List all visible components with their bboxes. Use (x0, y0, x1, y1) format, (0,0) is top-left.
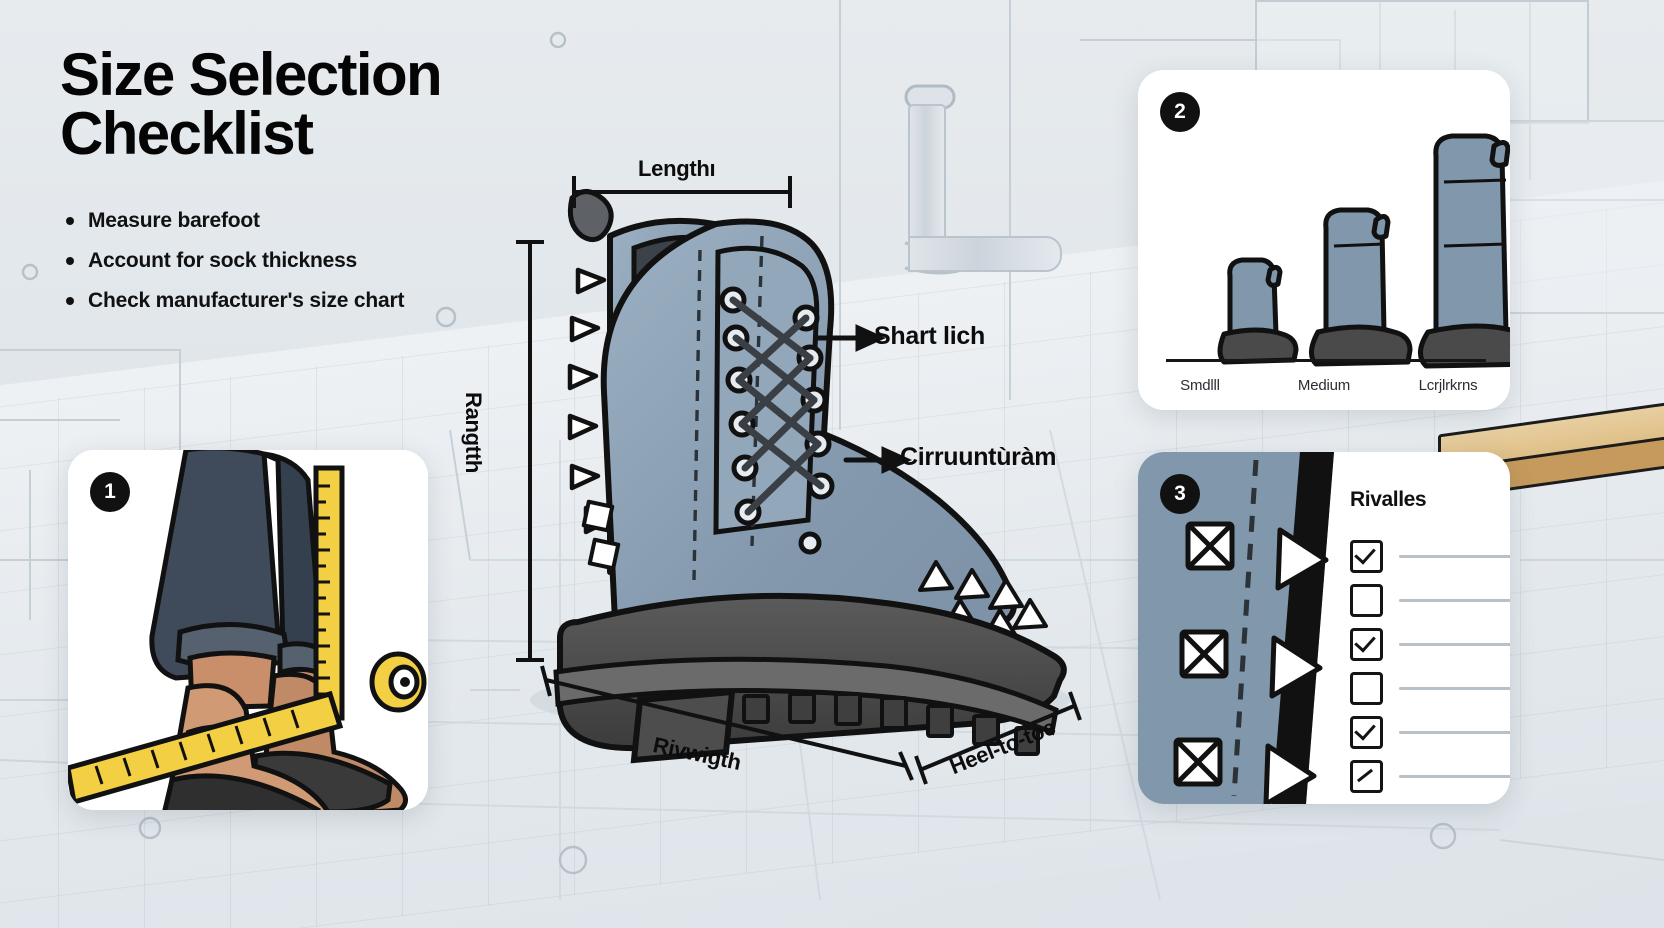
list-item[interactable] (1350, 672, 1510, 705)
checkbox-empty-icon[interactable] (1350, 584, 1383, 617)
headline-block: Size Selection Checklist Measure barefoo… (60, 45, 580, 330)
size-baseline (1166, 359, 1486, 362)
label-length: Lengthı (638, 156, 716, 181)
list-item: Account for sock thickness (60, 250, 580, 271)
placeholder-line (1399, 555, 1510, 558)
card-badge-2: 2 (1160, 92, 1200, 132)
measuring-foot-card[interactable]: 1 (68, 450, 428, 810)
page-title-line1: Size Selection (60, 41, 443, 108)
pipe-elbow (908, 236, 1062, 272)
page-title-line2: Checklist (60, 99, 314, 167)
checkbox-checked-icon[interactable] (1350, 540, 1383, 573)
size-label-medium: Medium (1297, 377, 1351, 394)
checkbox-empty-icon[interactable] (1350, 672, 1383, 705)
list-item[interactable] (1350, 628, 1510, 661)
list-item: Measure barefoot (60, 210, 580, 231)
card-badge-3: 3 (1160, 474, 1200, 514)
checkbox-checked-icon[interactable] (1350, 716, 1383, 749)
size-comparison-card[interactable]: Smdlll Medium Lcrjlrkrns 2 (1138, 70, 1510, 410)
list-item: Check manufacturer's size chart (60, 290, 580, 311)
page-title: Size Selection Checklist (60, 45, 580, 167)
size-label-small: Smdlll (1180, 377, 1220, 394)
list-item[interactable] (1350, 716, 1510, 749)
checklist-list: Measure barefoot Account for sock thickn… (60, 210, 580, 311)
label-height: Rangtth (461, 392, 486, 473)
placeholder-line (1399, 643, 1510, 646)
card-badge-1: 1 (90, 472, 130, 512)
placeholder-line (1399, 731, 1510, 734)
size-label-row: Smdlll Medium Lcrjlrkrns (1138, 377, 1510, 394)
placeholder-line (1399, 687, 1510, 690)
label-circumference: Cirruuntùràm (900, 443, 1057, 471)
fit-checklist-heading: Rivalles (1350, 488, 1427, 511)
placeholder-line (1399, 775, 1510, 778)
fit-checklist-card[interactable]: 3 Rivalles (1138, 452, 1510, 804)
pipe-vertical (908, 104, 946, 258)
size-comparison-illustration (1138, 70, 1510, 410)
size-label-large: Lcrjlrkrns (1418, 377, 1478, 394)
boot-detail-illustration (1138, 452, 1510, 804)
list-item[interactable] (1350, 540, 1510, 573)
measuring-foot-illustration (68, 450, 428, 810)
list-item[interactable] (1350, 760, 1510, 793)
list-item[interactable] (1350, 584, 1510, 617)
placeholder-line (1399, 599, 1510, 602)
checkbox-partial-icon[interactable] (1350, 760, 1383, 793)
label-shaft: Shart lich (874, 322, 985, 350)
checkbox-checked-icon[interactable] (1350, 628, 1383, 661)
